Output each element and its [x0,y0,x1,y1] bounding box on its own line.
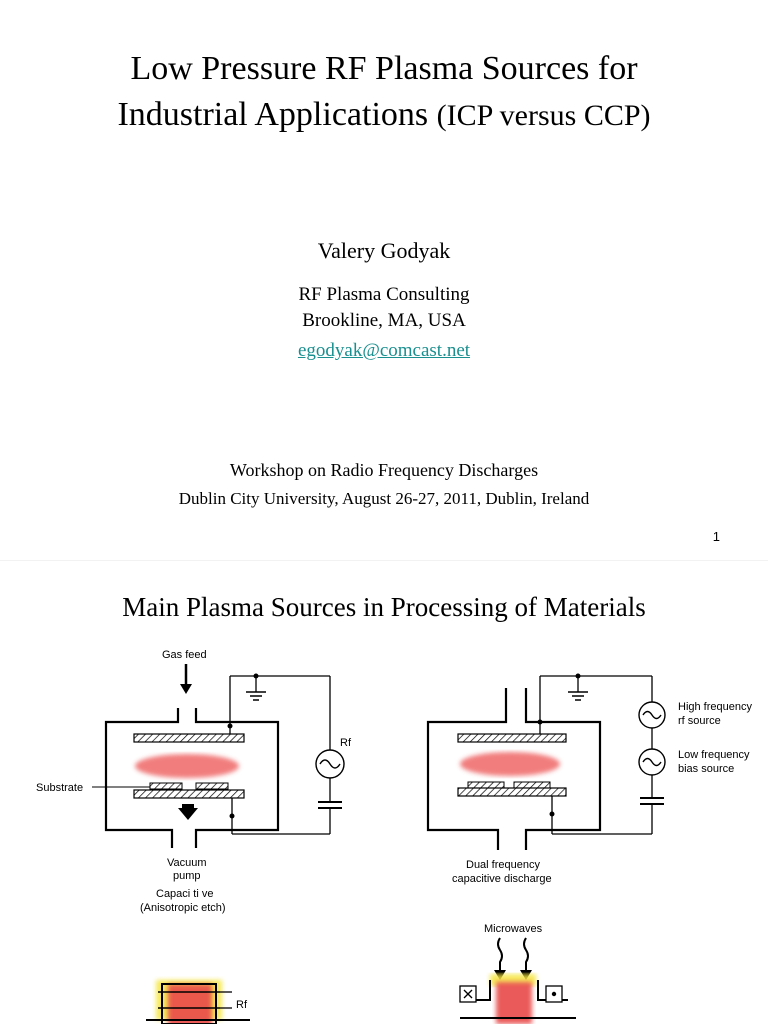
email-wrap: egodyak@comcast.net [0,340,768,362]
ccp-plasma [135,754,239,778]
substrate-piece-1 [149,782,183,790]
dual-substrate-2 [513,781,551,789]
dual-ground-icon [568,691,588,701]
ccp-caption-1: Capaci ti ve [156,888,213,900]
vacuum-arrow-icon [178,808,198,820]
author-name: Valery Godyak [317,238,451,263]
email-link[interactable]: egodyak@comcast.net [297,340,471,361]
lf-label-2: bias source [678,763,734,775]
microwave-schematic: Microwaves [459,923,576,1024]
icp-plasma [168,984,212,1024]
gas-feed-label: Gas feed [162,649,207,661]
rf-label: Rf [340,737,352,749]
slide-divider [0,560,768,561]
ccp-schematic: Gas feed Substrate [36,649,352,914]
dual-capacitor-icon [640,797,664,805]
ccp-bottom-electrode [133,789,245,799]
microwave-arrows-icon [494,937,532,980]
lf-label-1: Low frequency [678,749,750,761]
title-main: Industrial Applications [117,96,429,133]
substrate-label: Substrate [36,782,83,794]
title-line-2: Industrial Applications (ICP versus CCP) [0,94,768,137]
dual-chamber [426,688,602,850]
substrate-piece-2 [195,782,229,790]
ccp-top-electrode [133,733,245,743]
ground-icon [246,691,266,701]
gas-feed-arrowhead-icon [180,684,192,694]
dual-caption-2: capacitive discharge [452,873,552,885]
ccp-caption-2: (Anisotropic etch) [140,902,226,914]
icp-rf-label: Rf [236,999,248,1011]
icp-chamber [161,983,217,1024]
capacitor-icon [318,801,342,809]
microwaves-label: Microwaves [484,923,543,935]
page-number: 1 [712,529,720,544]
dual-top-electrode [457,733,567,743]
ccp-chamber [104,708,280,848]
title-subtitle: (ICP versus CCP) [436,99,651,132]
title-line-1: Low Pressure RF Plasma Sources for [130,50,638,87]
title-slide: Low Pressure RF Plasma Sources for Indus… [0,50,768,544]
dual-caption-1: Dual frequency [466,859,540,871]
dual-substrate-1 [467,781,505,789]
slide2-title: Main Plasma Sources in Processing of Mat… [122,592,646,622]
workshop-line-2: Dublin City University, August 26-27, 20… [178,489,590,508]
vacuum-label-2: pump [173,870,201,882]
dual-bottom-electrode [457,787,567,797]
dual-ccp-schematic: High frequency rf source Low frequency b… [426,673,752,885]
vacuum-label-1: Vacuum [167,857,207,869]
dual-plasma [460,752,560,776]
affiliation-line-2: Brookline, MA, USA [302,310,466,331]
plasma-sources-diagram: Gas feed Substrate [20,640,768,1024]
hf-label-2: rf source [678,715,721,727]
icp-schematic: Rf [146,980,250,1024]
hf-label-1: High frequency [678,701,752,713]
affiliation-line-1: RF Plasma Consulting [298,284,470,305]
workshop-line-1: Workshop on Radio Frequency Discharges [229,460,539,480]
